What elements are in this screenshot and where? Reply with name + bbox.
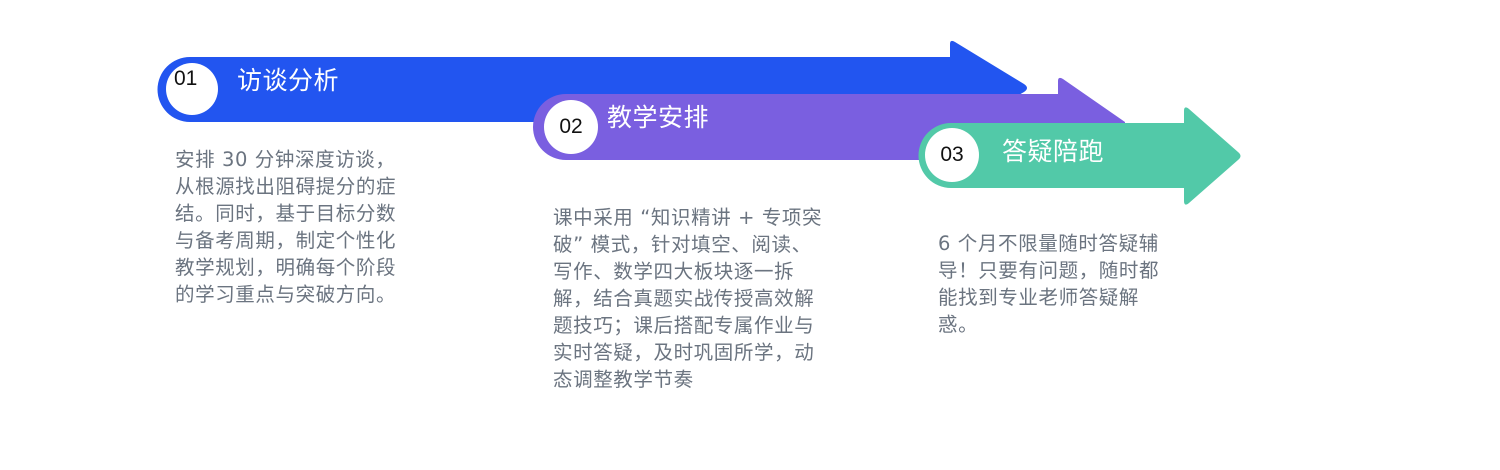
step-1-number: 01	[174, 67, 198, 90]
step-1-title: 访谈分析	[237, 66, 340, 95]
step-3-arrow	[918, 107, 1241, 205]
step-3-description: 6 个月不限量随时答疑辅导！只要有问题，随时都能找到专业老师答疑解惑。	[938, 232, 1160, 336]
step-3-title: 答疑陪跑	[1002, 137, 1105, 166]
step-3-number: 03	[940, 143, 964, 166]
step-2-description: 课中采用 “知识精讲 + 专项突破” 模式，针对填空、阅读、写作、数学四大板块逐…	[553, 206, 823, 391]
step-2-number-badge: 02	[544, 100, 598, 154]
step-1-number-badge: 01	[166, 63, 218, 115]
step-1-description: 安排 30 分钟深度访谈，从根源找出阻碍提分的症结。同时，基于目标分数与备考周期…	[175, 148, 397, 306]
step-3-number-badge: 03	[925, 128, 979, 182]
step-2-number: 02	[559, 115, 583, 138]
step-2-title: 教学安排	[607, 103, 710, 132]
